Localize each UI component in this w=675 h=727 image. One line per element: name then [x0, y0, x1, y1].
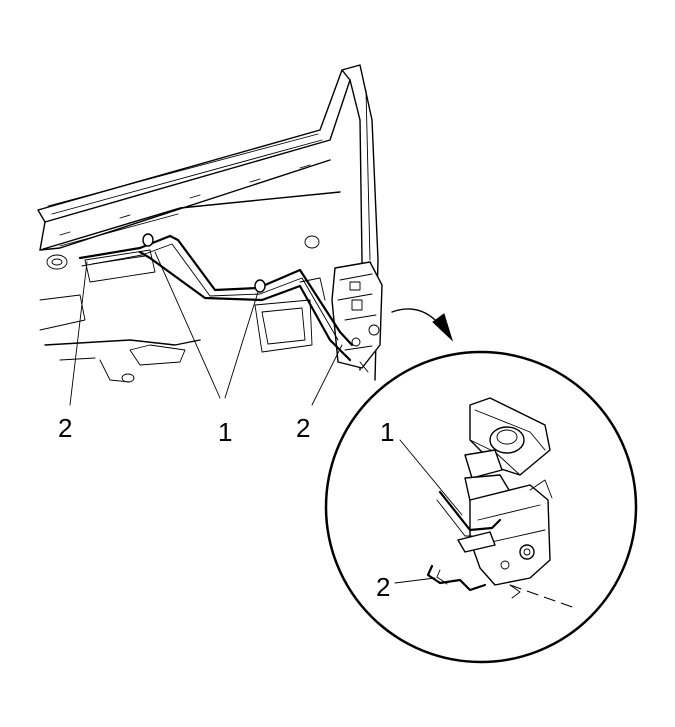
callout-rod-1-pair: 1	[218, 417, 232, 447]
lock-actuator	[464, 397, 553, 599]
door-inner-panel	[37, 64, 383, 383]
callout-rod-2-left: 2	[58, 413, 72, 443]
callout-detail-1: 1	[380, 417, 394, 447]
callout-detail-2: 2	[376, 572, 390, 602]
detail-arrow	[391, 308, 454, 342]
detail-rod-2	[426, 564, 487, 592]
callout-rod-2-right: 2	[296, 413, 310, 443]
leader-line-detail-2	[394, 577, 436, 584]
rod-clip	[254, 279, 266, 293]
detail-rod-1	[436, 490, 502, 553]
leader-line-detail-1	[399, 439, 463, 516]
lock-rods	[78, 233, 354, 362]
centerline	[509, 584, 576, 609]
leader-lines-main	[69, 251, 343, 406]
detail-view	[324, 350, 638, 664]
rod-clip	[142, 233, 154, 247]
